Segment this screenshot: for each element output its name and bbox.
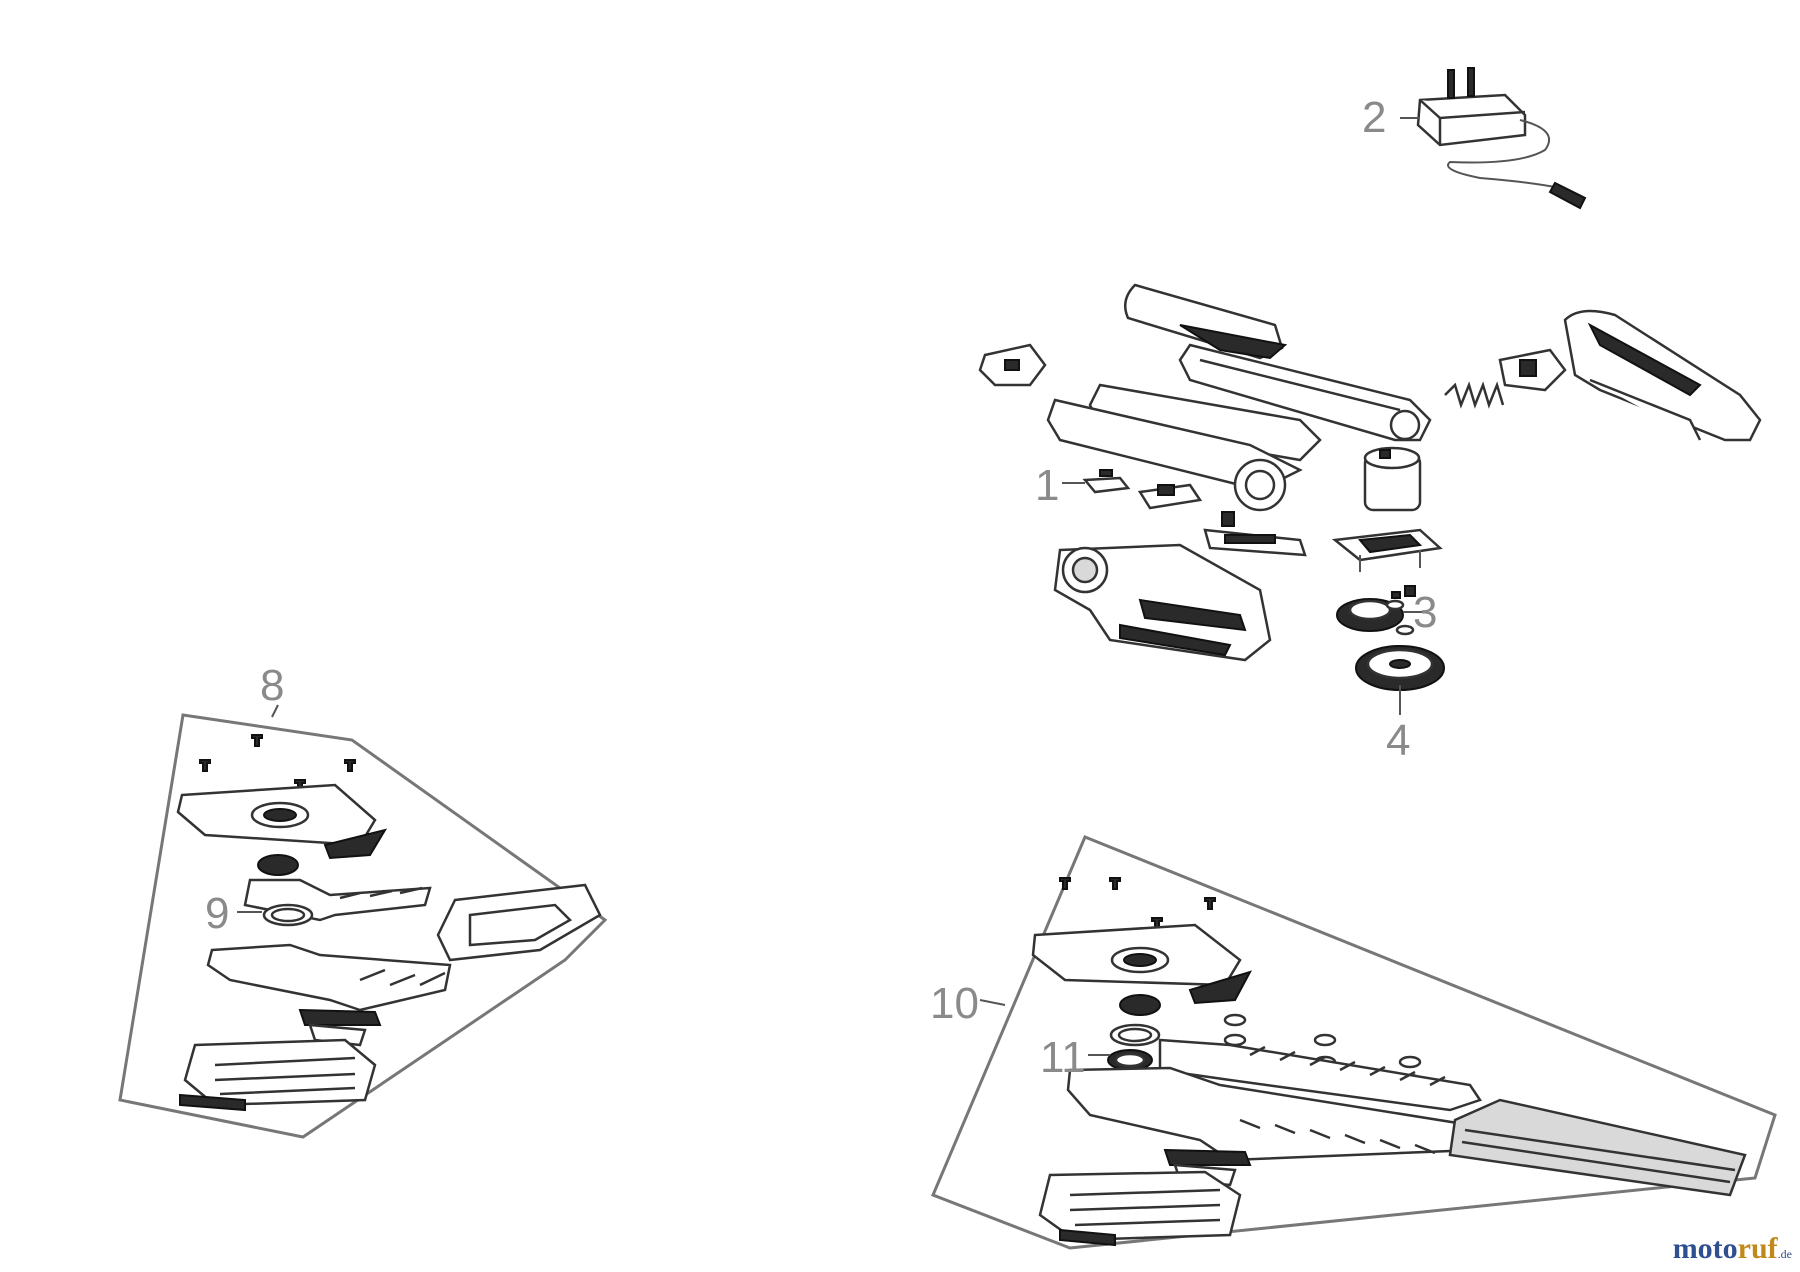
callout-4: 4 — [1386, 716, 1410, 765]
callout-8: 8 — [260, 661, 284, 710]
small-gear-part — [1336, 598, 1415, 636]
large-gear-part — [1355, 645, 1445, 691]
boundary-10 — [931, 835, 1777, 1250]
hedge-blade-parts — [1031, 877, 1747, 1247]
callout-3: 3 — [1413, 588, 1437, 637]
boundary-8 — [118, 713, 608, 1139]
callout-11: 11 — [1040, 1033, 1086, 1082]
callout-1: 1 — [1035, 461, 1059, 510]
watermark-brand-a: moto — [1672, 1232, 1738, 1265]
housing-parts — [978, 283, 1762, 662]
shear-blade-parts — [176, 734, 602, 1112]
watermark-brand-b: ruf — [1737, 1232, 1778, 1265]
callout-2: 2 — [1362, 93, 1386, 142]
watermark-tld: .de — [1777, 1247, 1792, 1261]
leader-10 — [979, 999, 1006, 1006]
callout-10: 10 — [930, 979, 979, 1028]
watermark-logo: motoruf.de — [1673, 1232, 1792, 1266]
callout-9: 9 — [205, 889, 229, 938]
leader-8 — [271, 704, 279, 718]
charger-part — [1416, 67, 1587, 210]
